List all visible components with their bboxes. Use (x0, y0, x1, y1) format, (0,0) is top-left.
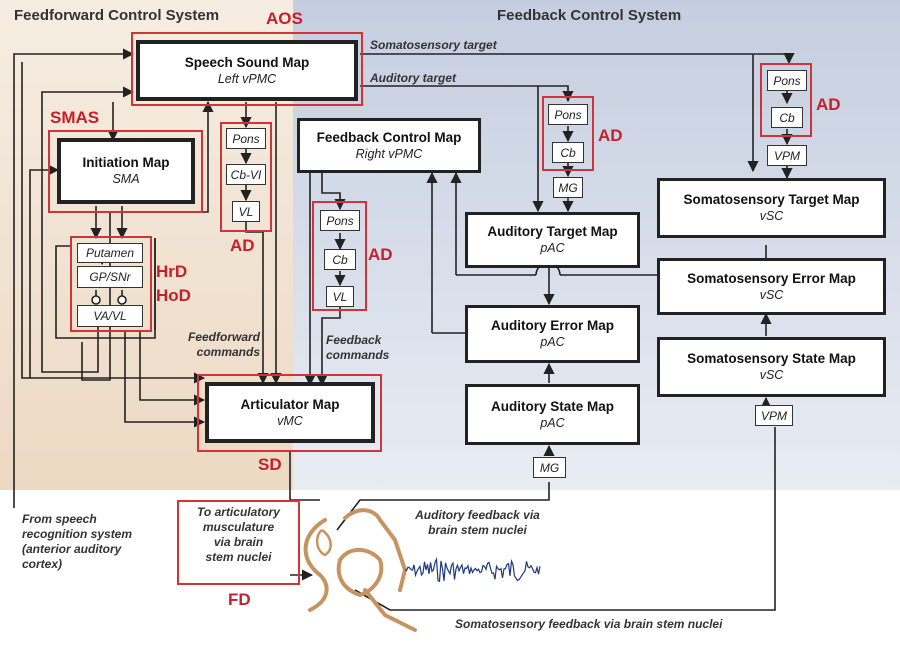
smas-outline (48, 130, 203, 213)
map-name: Auditory State Map (490, 398, 614, 414)
mg-box-2: MG (533, 457, 566, 478)
basal-ganglia-outline (70, 236, 152, 332)
ear-icon (315, 528, 332, 557)
somatosensory-state-map: Somatosensory State Map vSC (657, 337, 886, 397)
gp-snr-box: GP/SNr (77, 266, 143, 288)
auditory-target-label: Auditory target (370, 71, 457, 85)
va-vl-box: VA/VL (77, 305, 143, 327)
mg-box-1: MG (553, 177, 583, 198)
auditory-target-map: Auditory Target Map pAC (465, 212, 640, 268)
articulator-map: Articulator Map vMC (205, 382, 375, 443)
smas-label: SMAS (50, 108, 100, 127)
vl-box-2: VL (326, 286, 354, 307)
somatosensory-target-label: Somatosensory target (370, 38, 497, 52)
auditory-feedback-label: Auditory feedback via brain stem nuclei (415, 508, 540, 537)
map-name: Feedback Control Map (316, 129, 462, 145)
sd-label: SD (258, 455, 282, 474)
pons-box-3: Pons (548, 104, 588, 125)
map-location: SMA (112, 172, 140, 186)
ad-outline-mid (312, 201, 367, 311)
ad-label-mid: AD (368, 245, 393, 264)
aos-outline (131, 32, 363, 106)
ad-label-aud: AD (598, 126, 623, 145)
cb-vi-box: Cb-VI (226, 164, 266, 185)
map-name: Speech Sound Map (184, 54, 310, 70)
map-location: pAC (540, 415, 565, 430)
map-location: vSC (759, 287, 784, 302)
ad-label-somato: AD (816, 95, 841, 114)
feedback-title: Feedback Control System (497, 7, 682, 24)
from-speech-recognition-label: From speech recognition system (anterior… (22, 512, 133, 571)
map-location: vMC (277, 413, 303, 428)
ad-label-left: AD (230, 236, 255, 255)
auditory-state-map: Auditory State Map pAC (465, 384, 640, 445)
ad-outline-left (220, 122, 272, 232)
ad-outline-somato (760, 63, 812, 137)
somatosensory-target-map: Somatosensory Target Map vSC (657, 178, 886, 238)
sound-waveform (404, 557, 541, 583)
feedforward-commands-label: Feedforward commands (187, 330, 260, 359)
sd-outline (197, 374, 382, 452)
to-articulatory-label: To articulatory musculature via brain st… (197, 505, 280, 564)
cb-box-4: Cb (771, 107, 803, 128)
map-location: vSC (759, 209, 784, 223)
pons-box-4: Pons (767, 70, 807, 91)
vl-box-1: VL (232, 201, 260, 222)
map-name: Initiation Map (82, 155, 170, 170)
ad-outline-aud (542, 96, 594, 171)
fd-label: FD (228, 590, 251, 609)
somatosensory-feedback-label: Somatosensory feedback via brain stem nu… (455, 617, 723, 631)
pons-box-2: Pons (320, 210, 360, 231)
auditory-error-map: Auditory Error Map pAC (465, 305, 640, 363)
map-name: Auditory Target Map (487, 224, 618, 239)
feedback-commands-label: Feedback commands (326, 333, 390, 362)
putamen-box: Putamen (77, 243, 143, 263)
map-location: pAC (540, 335, 565, 349)
map-name: Auditory Error Map (490, 318, 614, 333)
vpm-box-2: VPM (755, 405, 793, 426)
vpm-box-1: VPM (767, 145, 807, 166)
feedforward-title: Feedforward Control System (14, 7, 220, 24)
map-name: Somatosensory Target Map (683, 192, 860, 207)
map-location: pAC (540, 241, 565, 255)
speech-sound-map: Speech Sound Map Left vPMC (136, 40, 358, 101)
map-location: vSC (759, 368, 784, 382)
hrd-label: HrD (156, 262, 188, 281)
hod-label: HoD (156, 286, 191, 305)
cb-box-2: Cb (324, 249, 356, 270)
feedback-control-map: Feedback Control Map Right vPMC (297, 118, 481, 173)
map-location: Left vPMC (217, 71, 277, 86)
aos-label: AOS (266, 9, 303, 28)
map-name: Somatosensory Error Map (687, 270, 856, 286)
head-profile (303, 508, 417, 632)
map-name: Somatosensory State Map (687, 351, 856, 366)
initiation-map: Initiation Map SMA (57, 138, 195, 204)
somatosensory-error-map: Somatosensory Error Map vSC (657, 258, 886, 315)
fd-outline (177, 500, 300, 585)
cb-box-3: Cb (552, 142, 584, 163)
pons-box-1: Pons (226, 128, 266, 149)
map-location: Right vPMC (355, 146, 423, 161)
map-name: Articulator Map (240, 396, 340, 412)
